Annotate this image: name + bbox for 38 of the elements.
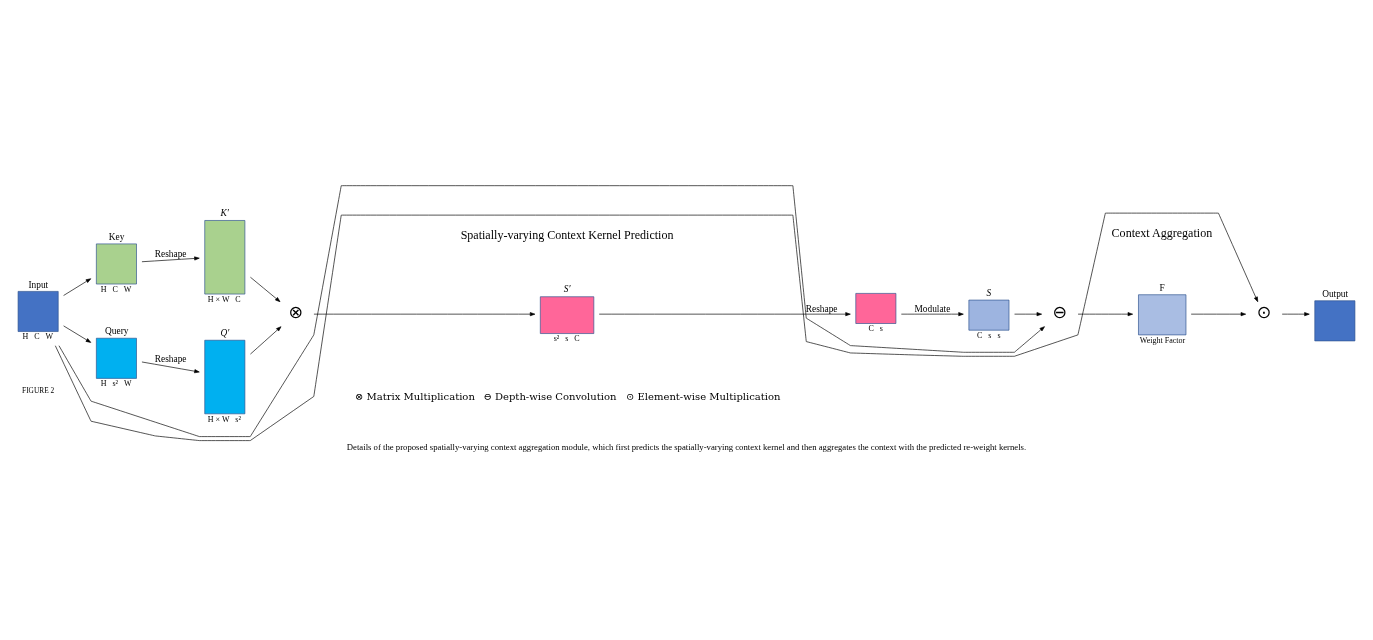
- node-label: Output: [1322, 288, 1349, 299]
- arrow: [1077, 311, 1133, 316]
- arrow: [58, 184, 1045, 437]
- label: Spatially-varying Context Kernel Prediction: [460, 227, 674, 242]
- node-label: K′: [220, 207, 229, 218]
- node-text: ⊙: [1256, 301, 1272, 322]
- edge-label: Modulate: [914, 303, 951, 314]
- label: FIGURE 2: [22, 385, 55, 395]
- arrow: [55, 212, 1259, 441]
- legend-label: ⊗ Matrix Multiplication: [354, 390, 475, 402]
- label: Context Aggregation: [1111, 225, 1213, 240]
- node-text: ⊖: [1052, 301, 1068, 322]
- node-text: ⊗: [288, 301, 304, 322]
- arrow: [901, 311, 964, 316]
- arrow: [63, 325, 92, 343]
- caption: Details of the proposed spatially-varying context aggregation module, which first predicts the spatially-varying context kernel and then aggregates the context with the predicted re-weight kernels.: [346, 441, 1027, 452]
- legend-label: ⊖ Depth-wise Convolution: [483, 390, 617, 402]
- arrow: [250, 276, 281, 302]
- node-label: Q′: [220, 327, 230, 338]
- arrow: [598, 311, 851, 316]
- arrow: [313, 311, 536, 316]
- node-label: S′: [563, 283, 571, 294]
- edge-label: Reshape: [154, 353, 187, 364]
- edge-label: Reshape: [805, 303, 838, 314]
- arrow: [63, 277, 92, 296]
- node-label: Query: [105, 325, 129, 336]
- arrow: [141, 256, 200, 262]
- arrow: [1014, 311, 1042, 316]
- arrow: [250, 325, 282, 354]
- node-label: Input: [28, 279, 49, 290]
- node-label: Key: [108, 231, 125, 242]
- node-label: F: [1159, 282, 1165, 293]
- legend-label: ⊙ Element-wise Multiplication: [625, 390, 781, 402]
- edge-label: Reshape: [154, 248, 187, 259]
- arrow: [1281, 311, 1310, 316]
- arrow: [141, 361, 200, 373]
- node-label: S: [986, 287, 992, 298]
- arrow: [1190, 311, 1247, 316]
